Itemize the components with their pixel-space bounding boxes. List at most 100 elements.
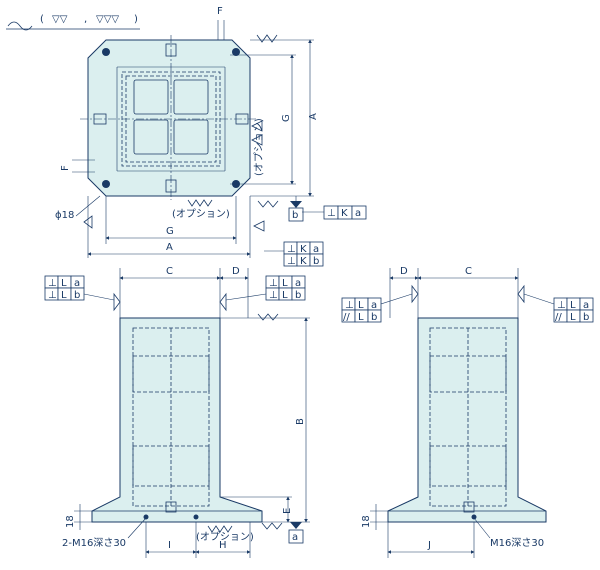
option-label-vertical: (オプション) [253, 118, 265, 176]
dim-g-vertical: G [281, 114, 292, 122]
datum-b-letter: b [292, 210, 298, 221]
side-view-outline [387, 317, 547, 523]
svg-text:⊥: ⊥ [287, 256, 296, 267]
front-view-dimensions: C D B E 18 I H 2-M16深さ30 (オプション) [62, 266, 310, 558]
svg-text:a: a [583, 300, 589, 311]
svg-text:b: b [74, 290, 80, 301]
tap-label-side: M16深さ30 [490, 537, 544, 549]
svg-text:L: L [61, 278, 67, 289]
tolerance-frame-side-right: ⊥ L a // L b [523, 293, 594, 323]
dim-f-left: F [60, 165, 71, 171]
svg-text:L: L [570, 312, 576, 323]
dim-g-horizontal: G [166, 226, 174, 237]
svg-text:⊥: ⊥ [557, 300, 566, 311]
dim-h: H [219, 540, 227, 551]
window-1 [133, 79, 169, 115]
datum-a-box [288, 529, 304, 544]
svg-text:a: a [74, 278, 80, 289]
svg-text:b: b [313, 256, 319, 267]
svg-text:⊥: ⊥ [327, 208, 336, 219]
tolerance-frame-front-left: ⊥ L a ⊥ L b [44, 275, 115, 301]
bolt-hole [102, 180, 110, 188]
dim-18-side: 18 [361, 515, 372, 528]
surface-finish-legend: ( ▽▽ , ▽▽▽ ) [6, 14, 140, 31]
legend-close-paren: ) [134, 14, 138, 25]
svg-text:L: L [358, 300, 364, 311]
svg-text:⊥: ⊥ [269, 290, 278, 301]
dim-f-top: F [217, 6, 223, 17]
legend-separator: , [84, 14, 87, 25]
tap-hole [165, 43, 177, 57]
tap-hole [235, 113, 249, 125]
tap-hole [165, 179, 177, 193]
svg-text:a: a [371, 300, 377, 311]
surface-mark [261, 522, 283, 530]
datum-a-letter: a [292, 532, 298, 543]
front-view [91, 317, 263, 523]
svg-text:L: L [61, 290, 67, 301]
surface-mark [257, 200, 279, 208]
tap-label-front: 2-M16深さ30 [62, 537, 126, 549]
top-view-outline [87, 39, 251, 197]
svg-text:K: K [300, 256, 307, 267]
svg-text:⊥: ⊥ [287, 244, 296, 255]
dim-j: J [427, 540, 431, 551]
side-view-dimensions: D C 18 J M16深さ30 [361, 266, 544, 558]
dim-i: I [168, 540, 171, 551]
surface-mark [256, 34, 278, 43]
dim-a-vertical: A [308, 113, 319, 120]
svg-text:⊥: ⊥ [48, 290, 57, 301]
svg-text:a: a [313, 244, 319, 255]
datum-b-box [288, 207, 304, 222]
svg-text:⊥: ⊥ [345, 300, 354, 311]
dim-d-front: D [232, 266, 240, 277]
svg-text:b: b [371, 312, 377, 323]
side-view [387, 317, 547, 523]
svg-text:b: b [583, 312, 589, 323]
svg-text:b: b [295, 290, 301, 301]
datum-b-group: b ⊥ K a [288, 196, 367, 222]
svg-text://: // [555, 312, 562, 323]
dim-e: E [282, 508, 293, 514]
dim-c-side: C [465, 266, 472, 277]
dim-d-side: D [400, 266, 408, 277]
bolt-hole [102, 48, 110, 56]
bolt-hole [232, 48, 240, 56]
svg-text:L: L [570, 300, 576, 311]
tap-hole [93, 113, 107, 125]
svg-text://: // [343, 312, 350, 323]
dim-dia18: ϕ18 [55, 210, 74, 221]
top-view-dimensions: F A G F ϕ18 G A (オプション) [55, 6, 319, 258]
legend-open-paren: ( [40, 14, 44, 25]
tolerance-frame-front-right: ⊥ L a ⊥ L b [225, 275, 306, 301]
svg-text:K: K [341, 208, 348, 219]
window-2 [173, 79, 209, 115]
svg-text:L: L [282, 278, 288, 289]
svg-text:a: a [295, 278, 301, 289]
top-view: (オプション) [80, 35, 265, 200]
svg-text:L: L [358, 312, 364, 323]
tolerance-frame-k: ⊥ K a ⊥ K b [264, 241, 324, 267]
window-3 [133, 119, 169, 155]
dim-c-front: C [166, 266, 173, 277]
dim-a-horizontal: A [166, 242, 173, 253]
surface-mark [187, 199, 213, 207]
option-label-front: (オプション) [196, 531, 254, 543]
option-label-top: (オプション) [172, 208, 230, 220]
dim-b: B [295, 418, 306, 425]
svg-text:K: K [300, 244, 307, 255]
surface-mark [207, 525, 233, 533]
svg-text:a: a [355, 208, 361, 219]
surface-mark [257, 313, 279, 321]
legend-rough-symbol: ▽▽ [52, 14, 68, 25]
svg-text:⊥: ⊥ [269, 278, 278, 289]
dim-18-front: 18 [65, 515, 76, 528]
datum-a-group: a [288, 522, 304, 544]
svg-text:⊥: ⊥ [48, 278, 57, 289]
tolerance-frame-side-left: ⊥ L a // L b [341, 293, 413, 323]
legend-fine-symbol: ▽▽▽ [96, 14, 119, 25]
window-4 [173, 119, 209, 155]
front-view-outline [91, 317, 263, 523]
svg-text:L: L [282, 290, 288, 301]
